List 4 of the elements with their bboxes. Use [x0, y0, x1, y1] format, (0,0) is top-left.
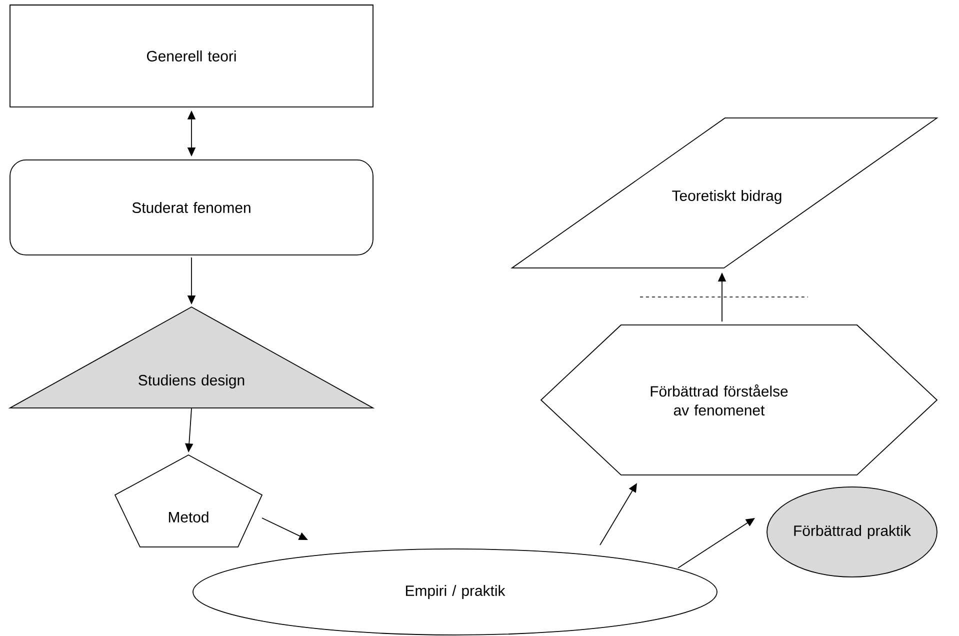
rounded-box: Studerat fenomen	[10, 160, 374, 256]
arrow	[600, 483, 637, 546]
arrow	[678, 518, 755, 568]
process-box: Generell teori	[10, 4, 374, 108]
